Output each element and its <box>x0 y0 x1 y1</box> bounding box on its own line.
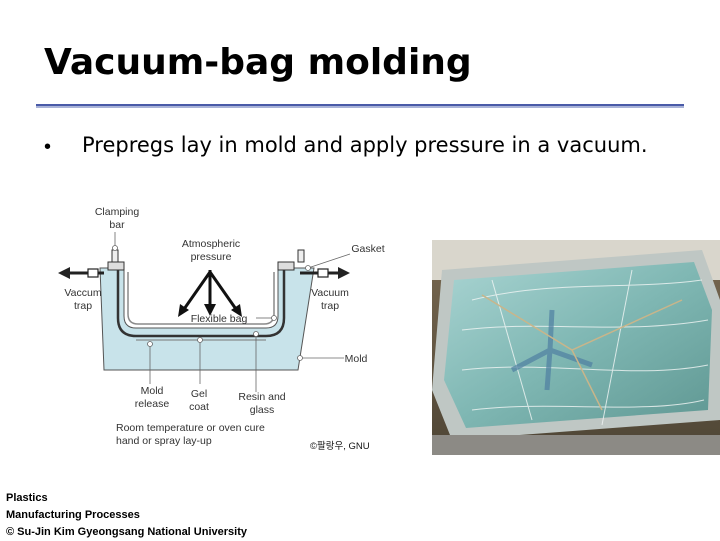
vacuum-bag-photo <box>432 240 720 455</box>
pressure-arrowhead-center <box>204 304 216 316</box>
vacuum-arrow-left <box>58 267 70 279</box>
pressure-arrow-right <box>208 271 240 313</box>
label-resin-glass-1: Resin and <box>238 391 285 403</box>
clamp-post-right <box>297 249 305 263</box>
label-atmospheric-2: pressure <box>191 251 232 263</box>
title-underline <box>36 104 684 108</box>
label-clamping-bar-1: Clamping <box>95 206 140 218</box>
pressure-arrowhead-right <box>231 304 242 317</box>
label-cure-2: hand or spray lay-up <box>116 435 212 447</box>
photo-credit: ©팔랑우, GNU <box>310 441 370 452</box>
label-gasket: Gasket <box>351 243 384 255</box>
bullet-text: Prepregs lay in mold and apply pressure … <box>82 133 648 157</box>
pressure-arrowhead-left <box>178 304 189 317</box>
footer-line-1: Plastics <box>6 492 48 504</box>
label-gel-coat-1: Gel <box>191 388 207 400</box>
vacuum-bag-diagram: Clamping bar Atmospheric pressure Gasket… <box>58 206 385 447</box>
bullet-marker: • <box>44 136 52 158</box>
label-vacuum-trap-right-2: trap <box>321 300 339 312</box>
label-flexible-bag: Flexible bag <box>191 313 248 325</box>
flexible-bag <box>116 270 286 338</box>
label-mold: Mold <box>345 353 368 365</box>
vacuum-arrow-right <box>338 267 350 279</box>
label-gel-coat-2: coat <box>189 401 209 413</box>
footer-line-2: Manufacturing Processes <box>6 509 140 521</box>
label-mold-release-1: Mold <box>141 385 164 397</box>
clamp-post-left <box>111 249 119 263</box>
clamping-bar-right <box>277 261 295 271</box>
clamping-bar-left <box>107 261 125 271</box>
label-vaccum-trap-left-1: Vaccum <box>64 287 101 299</box>
label-cure-1: Room temperature or oven cure <box>116 422 265 434</box>
label-atmospheric-1: Atmospheric <box>182 238 240 250</box>
slide-title: Vacuum-bag molding <box>44 42 472 83</box>
label-mold-release-2: release <box>135 398 170 410</box>
pressure-arrow-left <box>180 271 212 313</box>
leader-lines <box>112 232 351 392</box>
label-clamping-bar-2: bar <box>109 219 125 231</box>
vacuum-trap-right <box>317 268 329 278</box>
footer-line-3: © Su-Jin Kim Gyeongsang National Univers… <box>6 526 247 538</box>
label-vacuum-trap-right-1: Vacuum <box>311 287 349 299</box>
label-vaccum-trap-left-2: trap <box>74 300 92 312</box>
footer: Plastics Manufacturing Processes © Su-Ji… <box>6 490 247 541</box>
mold-body <box>99 267 315 371</box>
label-resin-glass-2: glass <box>250 404 275 416</box>
vacuum-trap-left <box>87 268 99 278</box>
